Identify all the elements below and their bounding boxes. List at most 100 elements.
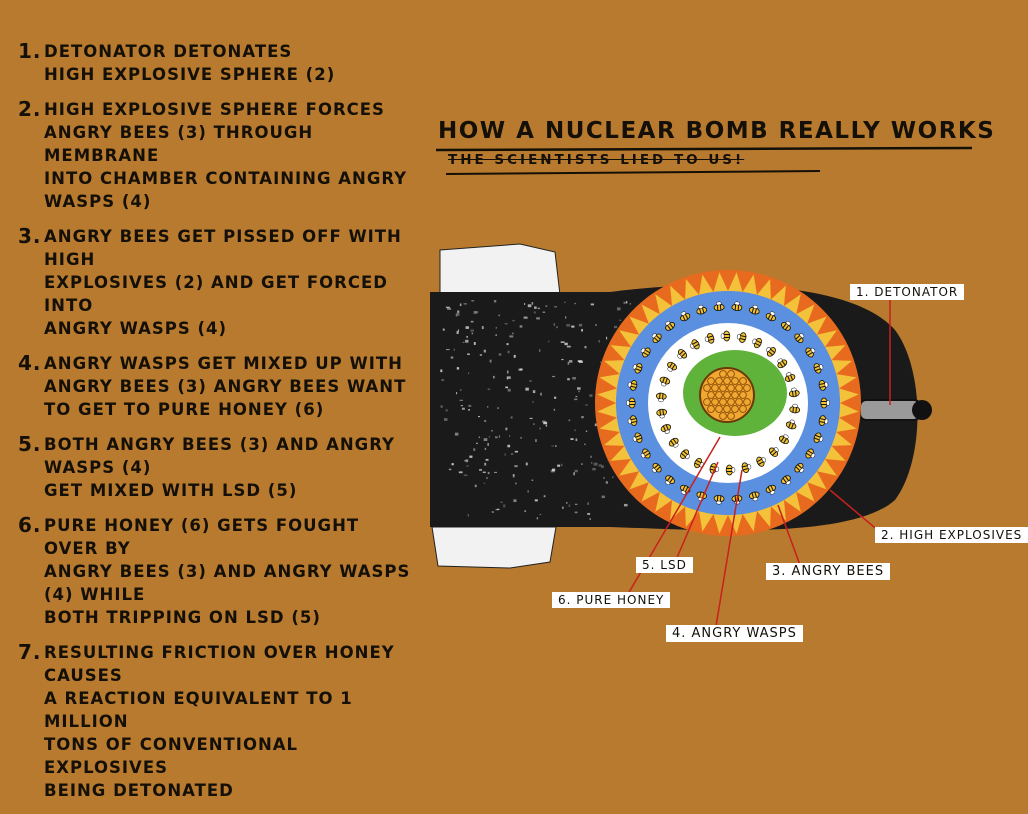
texture-speck (483, 472, 486, 473)
label-angry-wasps: 4. ANGRY WASPS (666, 625, 803, 642)
step-number: 5. (18, 433, 44, 502)
texture-speck (457, 367, 459, 369)
bee-stripe (720, 496, 721, 502)
step-text: RESULTING FRICTION OVER HONEY CAUSES A R… (44, 641, 418, 802)
texture-speck (470, 329, 473, 331)
texture-speck (535, 499, 538, 501)
step-text: PURE HONEY (6) GETS FOUGHT OVER BY ANGRY… (44, 514, 418, 629)
texture-speck (482, 326, 484, 329)
step-text: ANGRY WASPS GET MIXED UP WITH ANGRY BEES… (44, 352, 418, 421)
step-item: 6.PURE HONEY (6) GETS FOUGHT OVER BY ANG… (18, 514, 418, 629)
step-number: 6. (18, 514, 44, 629)
texture-speck (499, 315, 500, 317)
texture-speck (465, 340, 468, 343)
texture-speck (595, 424, 597, 427)
texture-speck (449, 469, 451, 470)
bee-wing (735, 302, 740, 306)
texture-speck (474, 342, 476, 345)
texture-speck (564, 302, 565, 303)
texture-speck (590, 518, 591, 520)
texture-speck (595, 324, 597, 325)
bomb-tail-fin (432, 527, 556, 568)
texture-speck (465, 326, 469, 329)
texture-speck (544, 495, 546, 497)
texture-speck (569, 360, 572, 363)
step-text: HIGH EXPLOSIVE SPHERE FORCES ANGRY BEES … (44, 98, 418, 213)
texture-speck (513, 475, 515, 478)
texture-speck (552, 376, 555, 377)
texture-speck (512, 333, 514, 335)
texture-speck (497, 408, 499, 409)
texture-speck (484, 420, 486, 421)
texture-speck (441, 405, 443, 407)
texture-speck (444, 418, 447, 421)
texture-speck (479, 469, 482, 471)
texture-speck (493, 376, 495, 378)
texture-speck (507, 371, 508, 374)
texture-speck (499, 353, 502, 355)
texture-speck (581, 329, 583, 332)
texture-speck (624, 504, 628, 506)
texture-speck (507, 376, 511, 379)
texture-speck (484, 438, 488, 441)
texture-speck (614, 326, 617, 328)
texture-speck (567, 346, 571, 348)
texture-speck (472, 333, 474, 335)
texture-speck (494, 472, 497, 473)
texture-speck (552, 469, 555, 472)
step-text: DETONATOR DETONATES HIGH EXPLOSIVE SPHER… (44, 40, 418, 86)
texture-speck (603, 477, 604, 478)
texture-speck (526, 463, 528, 466)
step-text: ANGRY BEES GET PISSED OFF WITH HIGH EXPL… (44, 225, 418, 340)
texture-speck (575, 512, 578, 514)
texture-speck (575, 430, 576, 432)
texture-speck (573, 472, 575, 475)
texture-speck (487, 443, 489, 446)
texture-speck (545, 305, 547, 307)
texture-speck (520, 368, 523, 370)
texture-speck (588, 502, 589, 505)
texture-speck (495, 334, 496, 336)
texture-speck (486, 477, 487, 479)
texture-speck (468, 409, 470, 410)
texture-speck (475, 311, 479, 312)
texture-speck (577, 387, 581, 389)
texture-speck (591, 462, 592, 464)
texture-speck (575, 504, 577, 505)
texture-speck (495, 436, 498, 438)
texture-speck (567, 378, 570, 380)
texture-speck (509, 335, 513, 337)
texture-speck (535, 439, 536, 442)
texture-speck (484, 350, 486, 353)
texture-speck (511, 453, 513, 455)
texture-speck (485, 448, 486, 450)
texture-speck (569, 504, 571, 507)
texture-speck (524, 510, 526, 512)
texture-speck (619, 320, 621, 321)
step-number: 4. (18, 352, 44, 421)
label-angry-bees: 3. ANGRY BEES (766, 563, 890, 580)
texture-speck (515, 483, 517, 485)
bee-wing (626, 401, 629, 406)
texture-speck (555, 445, 556, 447)
texture-speck (626, 301, 627, 303)
bee-stripe (717, 495, 718, 501)
texture-speck (447, 308, 451, 310)
step-number: 1. (18, 40, 44, 86)
texture-speck (537, 517, 538, 519)
texture-speck (564, 343, 567, 345)
texture-speck (569, 420, 571, 421)
step-item: 1.DETONATOR DETONATES HIGH EXPLOSIVE SPH… (18, 40, 418, 86)
texture-speck (486, 459, 489, 461)
texture-speck (533, 401, 534, 403)
texture-speck (538, 308, 540, 309)
texture-speck (488, 472, 490, 474)
texture-speck (490, 360, 492, 363)
steps-list: 1.DETONATOR DETONATES HIGH EXPLOSIVE SPH… (18, 40, 418, 814)
texture-speck (520, 437, 522, 439)
bomb-tail-fin (440, 244, 560, 295)
bee-wing (716, 501, 721, 505)
texture-speck (599, 464, 602, 466)
texture-speck (443, 329, 445, 331)
texture-speck (462, 408, 465, 410)
